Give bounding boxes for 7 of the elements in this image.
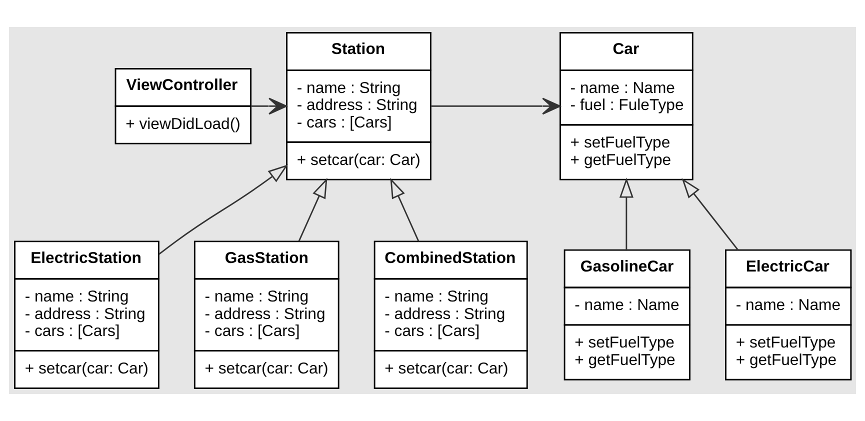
arrow (298, 178, 328, 242)
arrow (619, 178, 634, 250)
arrow (158, 164, 288, 255)
arrow (251, 98, 288, 115)
arrow (430, 98, 561, 115)
arrow (390, 178, 420, 242)
arrow (682, 178, 739, 250)
